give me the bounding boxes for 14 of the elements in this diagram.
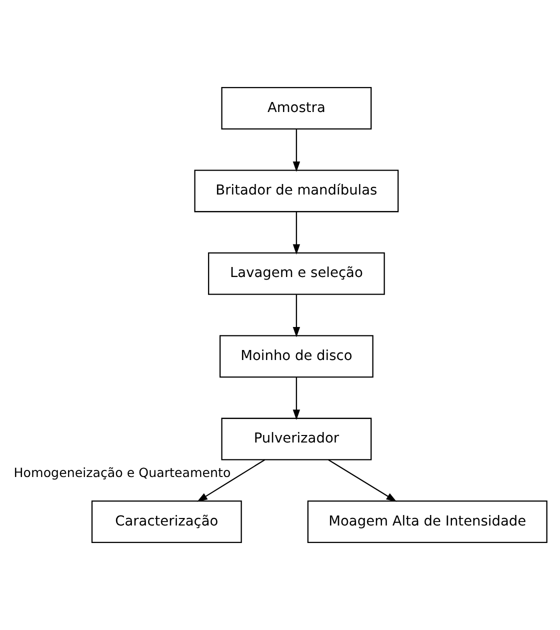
arrow <box>292 129 300 172</box>
arrow <box>292 377 300 420</box>
node-box: Caracterização <box>91 500 242 543</box>
node-box: Moinho de disco <box>220 335 374 378</box>
node-box: Britador de mandíbulas <box>194 170 399 212</box>
node-box: Pulverizador <box>221 418 372 460</box>
arrow <box>197 459 266 502</box>
node-box: Lavagem e seleção <box>208 252 385 295</box>
arrow <box>328 459 397 502</box>
arrow <box>292 294 300 338</box>
edge-label: Homogeneização e Quarteamento <box>14 464 231 480</box>
arrow <box>292 212 300 255</box>
node-box: Moagem Alta de Intensidade <box>307 500 548 543</box>
node-box: Amostra <box>221 87 372 130</box>
